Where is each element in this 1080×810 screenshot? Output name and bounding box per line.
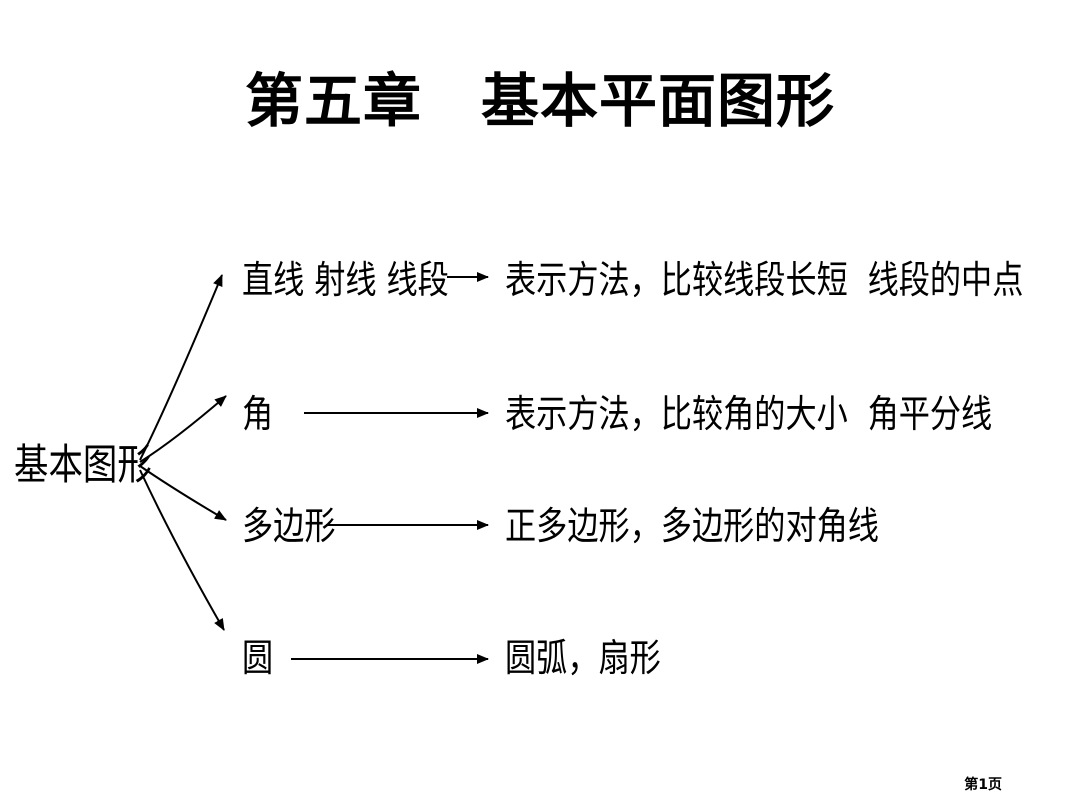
arrow-root-to-polygon [139, 465, 227, 521]
arrow-root-to-angle [139, 395, 227, 463]
topic-lines: 直线 射线 线段 [242, 258, 449, 302]
arrow-root-to-lines [139, 274, 223, 461]
topic-polygon: 多边形 [242, 504, 336, 548]
detail-circle: 圆弧，扇形 [505, 636, 661, 680]
slide-title: 第五章 基本平面图形 [244, 67, 835, 135]
root-topic: 基本图形 [14, 440, 152, 489]
detail-polygon: 正多边形，多边形的对角线 [505, 504, 879, 548]
detail-lines: 表示方法，比较线段长短 线段的中点 [505, 258, 1024, 302]
topic-angle: 角 [242, 392, 274, 436]
arrow-root-to-circle [139, 469, 225, 631]
detail-angle: 表示方法，比较角的大小 角平分线 [505, 392, 993, 436]
topic-arrows [291, 272, 489, 664]
page-number: 第1页 [964, 777, 1002, 793]
root-arrows [139, 274, 227, 631]
topic-circle: 圆 [242, 636, 274, 680]
